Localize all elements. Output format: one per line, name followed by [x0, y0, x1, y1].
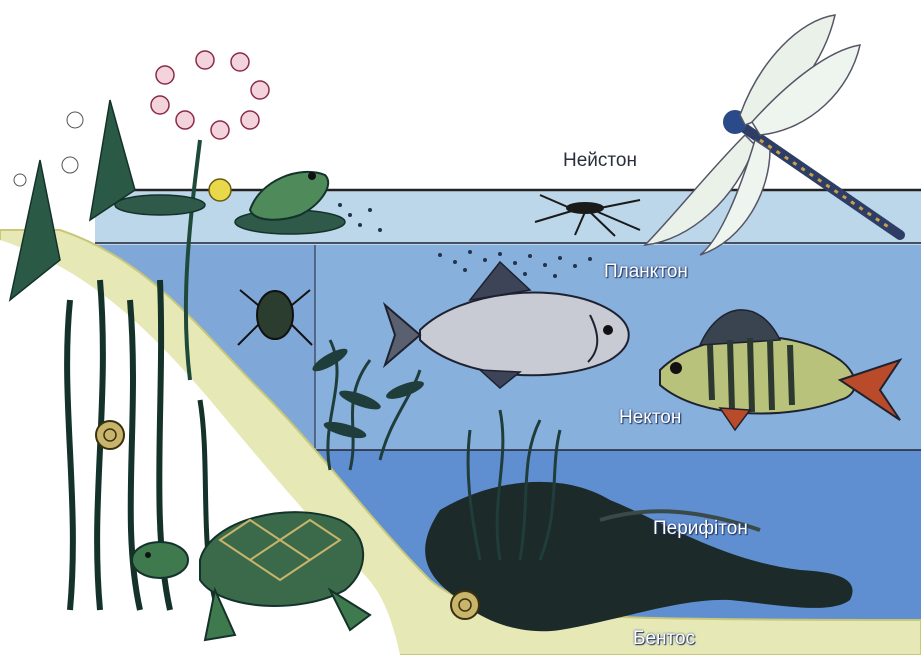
zone-label-nekton: Нектон: [619, 408, 681, 427]
zone-label-periphyton: Перифітон: [653, 519, 748, 538]
zone-label-benthos: Бентос: [633, 629, 695, 648]
zone-label-neuston: Нейстон: [563, 151, 637, 170]
zone-label-plankton: Планктон: [604, 262, 688, 281]
